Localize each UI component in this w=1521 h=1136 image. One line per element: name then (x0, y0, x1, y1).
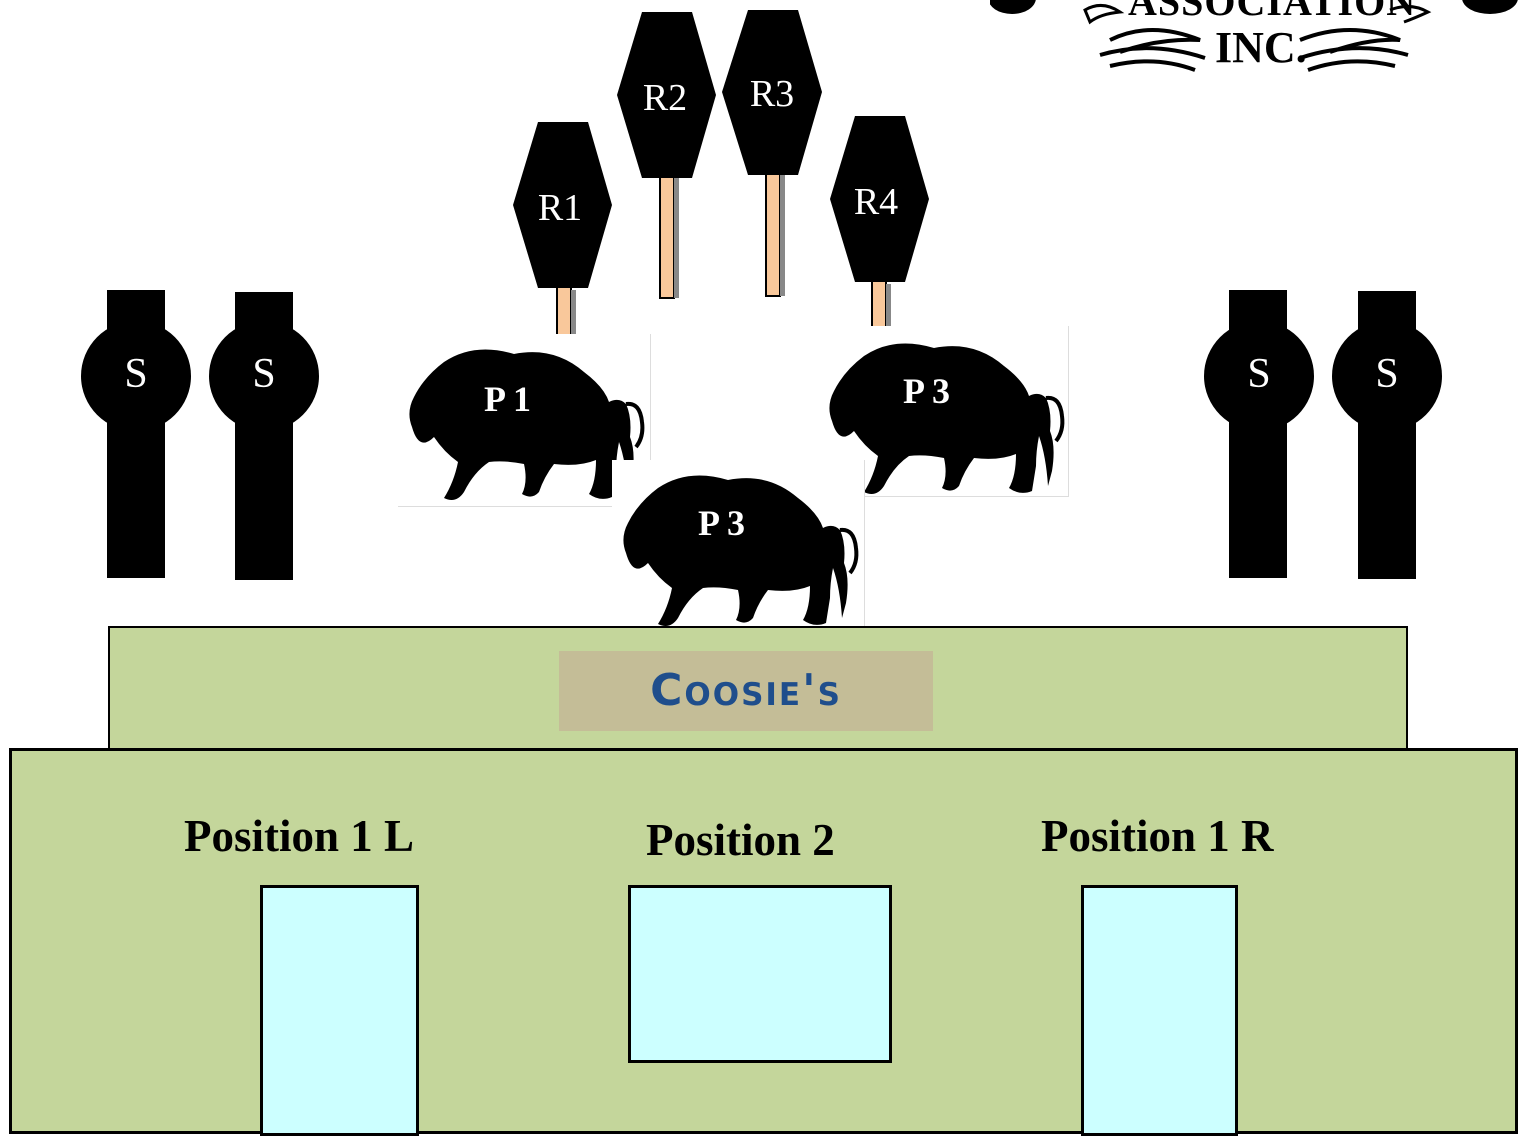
bison-icon (621, 473, 859, 628)
chute-window-1r (1081, 885, 1238, 1136)
side-label-right-1: S (1247, 351, 1271, 397)
position-label-2: Position 2 (646, 815, 835, 865)
rider-marker-2 (617, 12, 716, 299)
side-marker-right-2 (1332, 291, 1442, 579)
stage-sign-text: Coosie's (650, 665, 842, 716)
chute-window-1l (260, 885, 419, 1136)
rider-label-1: R1 (537, 187, 583, 229)
position-label-1r: Position 1 R (1041, 811, 1274, 861)
rider-label-2: R2 (642, 77, 688, 119)
side-marker-right-1 (1204, 290, 1314, 578)
pickup-3-center: P 3 (612, 460, 865, 630)
side-marker-left-2 (209, 292, 319, 580)
rider-marker-3 (722, 10, 822, 297)
rider-markers (513, 10, 929, 340)
rider-marker-1 (513, 122, 612, 340)
pickup-label-3-right: P 3 (903, 371, 951, 411)
stage-sign: Coosie's (559, 651, 933, 731)
pickup-label-3-center: P 3 (698, 503, 746, 543)
logo-line-inc: INC. (1215, 23, 1307, 72)
rider-label-4: R4 (853, 181, 899, 223)
rider-marker-4 (830, 116, 929, 340)
side-markers (81, 290, 1442, 580)
logo-graphic (988, 0, 1518, 72)
side-label-left-1: S (124, 351, 148, 397)
pickup-1: P 1 (398, 334, 651, 507)
side-label-left-2: S (252, 351, 276, 397)
side-marker-left-1 (81, 290, 191, 578)
association-logo: ASSOCIATION INC. (988, 0, 1521, 90)
rider-label-3: R3 (749, 73, 795, 115)
side-label-right-2: S (1375, 351, 1399, 397)
logo-line-association: ASSOCIATION (1128, 0, 1417, 24)
pickup-label-1: P 1 (484, 379, 532, 419)
chute-window-2 (628, 885, 892, 1063)
position-label-1l: Position 1 L (184, 811, 415, 861)
